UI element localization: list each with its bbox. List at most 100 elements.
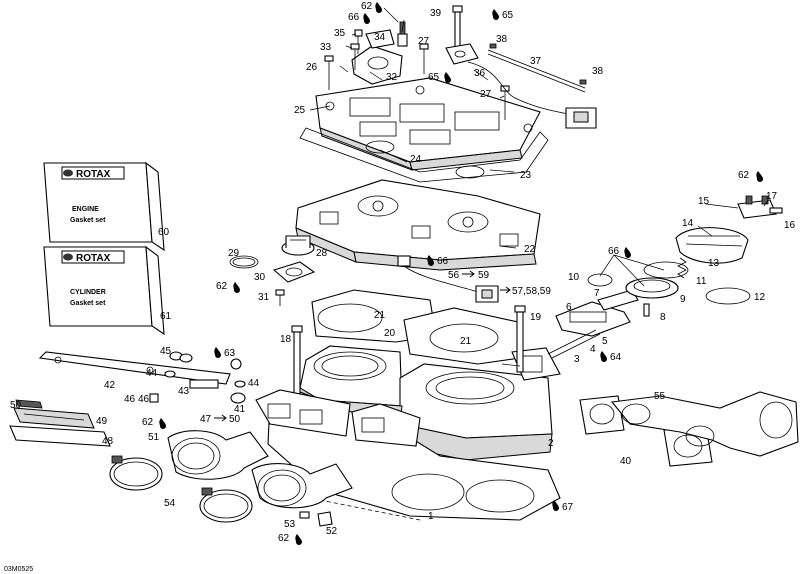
lubricant-callout-66: 66 — [348, 12, 360, 23]
part-label-28: 28 — [316, 248, 328, 259]
cylinder-placard-subtitle: Gasket set — [70, 300, 106, 307]
stud-19 — [514, 305, 526, 373]
arrow-right-icon — [500, 286, 511, 294]
sensor-34 — [397, 21, 408, 47]
reed-block-47 — [255, 389, 421, 447]
cross-ref-59: 59 — [478, 270, 490, 281]
arrow-right-icon — [214, 414, 227, 422]
oil-line-42 — [38, 351, 231, 385]
valve-cap-15 — [737, 195, 777, 219]
cylinder-gasket-set-placard: ROTAX CYLINDER Gasket set — [43, 245, 165, 336]
plug-63-ring — [230, 358, 242, 370]
cylinder-head-22 — [295, 179, 541, 271]
part-label-44-left: 44 — [146, 368, 158, 379]
bolt-35 — [354, 29, 363, 54]
plug-41 — [230, 392, 246, 404]
o-ring-24 — [365, 140, 485, 179]
lubricant-callout-66b: 66 — [608, 246, 620, 257]
part-label-27-top: 27 — [418, 36, 430, 47]
part-label-40: 40 — [620, 456, 632, 467]
lubricant-callout-67: 67 — [562, 502, 574, 513]
lubricant-drop-icon — [756, 171, 763, 182]
lubricant-callout-62d: 62 — [142, 417, 154, 428]
part-label-33: 33 — [320, 42, 332, 53]
washer-44 — [164, 370, 246, 388]
intake-manifold-51 — [167, 430, 353, 509]
part-label-21-left: 21 — [374, 310, 386, 321]
part-label-34: 34 — [374, 32, 386, 43]
engine-placard-title: ENGINE — [72, 206, 99, 213]
o-ring-29 — [229, 255, 259, 269]
part-label-45: 45 — [160, 346, 172, 357]
lubricant-callout-64: 64 — [610, 352, 622, 363]
part-label-27-right: 27 — [480, 89, 492, 100]
lubricant-drop-icon — [375, 2, 382, 13]
lubricant-drop-icon — [159, 418, 166, 429]
diagram-code: 03M0525 — [4, 566, 33, 573]
part-label-4: 4 — [590, 344, 596, 355]
part-label-2: 2 — [548, 438, 554, 449]
cross-ref-50: 50 — [229, 414, 241, 425]
bolt-46 — [149, 393, 159, 403]
part-label-44-right: 44 — [248, 378, 260, 389]
lubricant-drop-icon — [624, 247, 631, 258]
cross-ref-57-58-59: 57,58,59 — [512, 286, 551, 297]
part-label-39: 39 — [430, 8, 442, 19]
part-label-19: 19 — [530, 312, 542, 323]
valve-cover-9 — [625, 277, 679, 299]
part-labels: 1 2 3 4 5 6 7 8 9 10 11 12 13 14 15 16 1… — [10, 8, 796, 537]
cylinder-head-cover-25 — [315, 77, 541, 171]
part-label-18: 18 — [280, 334, 292, 345]
part-label-38-top: 38 — [496, 34, 508, 45]
part-label-37: 37 — [530, 56, 542, 67]
rotax-logo-emblem — [63, 253, 73, 261]
screw-31 — [275, 289, 285, 306]
part-label-53: 53 — [284, 519, 296, 530]
part-label-30: 30 — [254, 272, 266, 283]
part-label-20: 20 — [384, 328, 396, 339]
lubricant-callout-66c: 66 — [437, 256, 449, 267]
part-label-1: 1 — [428, 511, 434, 522]
part-label-10: 10 — [568, 272, 580, 283]
cover-gasket-23 — [299, 127, 549, 183]
part-label-49: 49 — [96, 416, 108, 427]
lubricant-drop-icon — [214, 347, 221, 358]
spring-13 — [677, 257, 687, 279]
part-label-38-right: 38 — [592, 66, 604, 77]
part-label-25: 25 — [294, 105, 306, 116]
cylinder-placard-title: CYLINDER — [70, 289, 106, 296]
connector-57 — [475, 285, 499, 303]
part-label-61: 61 — [160, 311, 172, 322]
part-label-5: 5 — [602, 336, 608, 347]
decal-48 — [9, 425, 111, 447]
gasket-11 — [643, 261, 689, 279]
sensor-harness-37 — [467, 61, 597, 129]
rave-valve-assembly — [547, 289, 650, 359]
part-label-17: 17 — [766, 191, 778, 202]
exhaust-manifold-55 — [610, 391, 799, 457]
o-ring-12 — [705, 287, 751, 305]
part-label-3: 3 — [574, 354, 580, 365]
part-label-42: 42 — [104, 380, 116, 391]
part-label-55: 55 — [654, 391, 666, 402]
part-label-7: 7 — [594, 288, 600, 299]
engine-placard-subtitle: Gasket set — [70, 217, 106, 224]
part-label-12: 12 — [754, 292, 766, 303]
part-label-52: 52 — [326, 526, 338, 537]
part-label-60: 60 — [158, 227, 170, 238]
lubricant-callout-62e: 62 — [278, 533, 290, 544]
lubricant-drop-icon — [444, 72, 451, 83]
bolt-27-top — [419, 43, 429, 74]
engine-gasket-set-placard: ROTAX ENGINE Gasket set — [43, 161, 165, 252]
part-label-50: 50 — [10, 400, 22, 411]
leader-lines — [309, 7, 769, 367]
part-label-6: 6 — [566, 302, 572, 313]
lubricant-drop-icon — [600, 351, 607, 362]
part-label-8: 8 — [660, 312, 666, 323]
part-label-35: 35 — [334, 28, 346, 39]
rotax-logo-emblem — [63, 169, 73, 177]
head-gasket-20 — [311, 289, 521, 365]
lubricant-callout-62: 62 — [361, 1, 373, 12]
cylinder-block-2 — [297, 345, 553, 461]
